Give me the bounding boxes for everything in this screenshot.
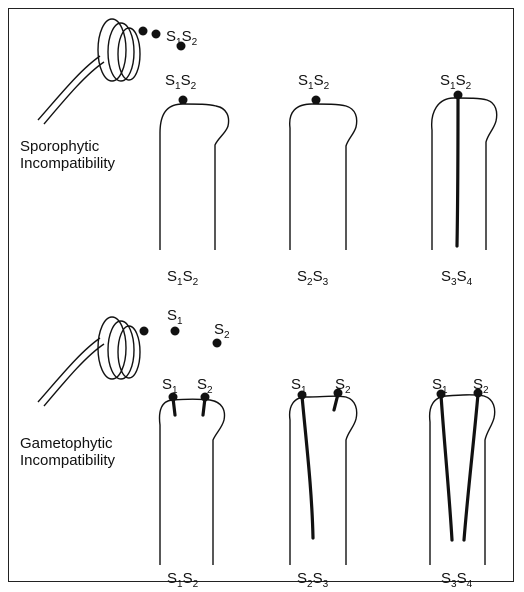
sporophytic-anther (38, 19, 140, 124)
stigma-label-s1: S1 (162, 376, 178, 396)
pollen-grain (152, 30, 161, 39)
pollen-grain (334, 389, 343, 398)
sporophytic-title: Sporophytic (20, 138, 100, 155)
pollen-label-s2: S2 (214, 321, 230, 341)
stigma-label: S1S2 (298, 72, 330, 92)
pollen-grain (454, 91, 463, 100)
pollen-grain (213, 339, 222, 348)
pollen-grain (298, 391, 307, 400)
style-1-sporophytic: S1S2 S1S2 (160, 72, 229, 288)
style-genotype-label: S3S4 (441, 570, 473, 590)
pollen-grain (171, 327, 180, 336)
sporophytic-title-2: Incompatibility (20, 155, 116, 172)
style-genotype-label: S1S2 (167, 570, 199, 590)
gametophytic-anther (38, 317, 140, 406)
pollen-label-s1: S1 (167, 307, 183, 327)
pollen-grain (140, 327, 149, 336)
style-3-sporophytic: S1S2 S3S4 (432, 72, 497, 288)
gametophytic-panel: S1 S2 Gametophytic Incompatibility S1 S2… (20, 307, 495, 590)
pollen-tube (464, 394, 478, 540)
style-1-gametophytic: S1 S2 S1S2 (160, 376, 225, 590)
style-2-sporophytic: S1S2 S2S3 (290, 72, 357, 288)
style-genotype-label: S2S3 (297, 570, 329, 590)
pollen-tube (457, 98, 458, 246)
pollen-grain (474, 389, 483, 398)
style-genotype-label: S2S3 (297, 268, 329, 288)
pollen-tube (302, 396, 313, 538)
pollen-grain (312, 96, 321, 105)
pollen-grain (139, 27, 148, 36)
style-genotype-label: S3S4 (441, 268, 473, 288)
pollen-grain (179, 96, 188, 105)
pollen-grain (437, 390, 446, 399)
sporophytic-panel: S1S2 Sporophytic Incompatibility S1S2 S1… (20, 19, 497, 288)
gametophytic-title-2: Incompatibility (20, 452, 116, 469)
pollen-grain (169, 393, 178, 402)
pollen-grain (201, 393, 210, 402)
gametophytic-title: Gametophytic (20, 435, 113, 452)
pollen-tube (441, 395, 452, 540)
style-3-gametophytic: S1 S2 S3S4 (430, 376, 495, 590)
stigma-label: S1S2 (165, 72, 197, 92)
style-2-gametophytic: S1 S2 S2S3 (290, 376, 357, 590)
stigma-label: S1S2 (440, 72, 472, 92)
style-genotype-label: S1S2 (167, 268, 199, 288)
